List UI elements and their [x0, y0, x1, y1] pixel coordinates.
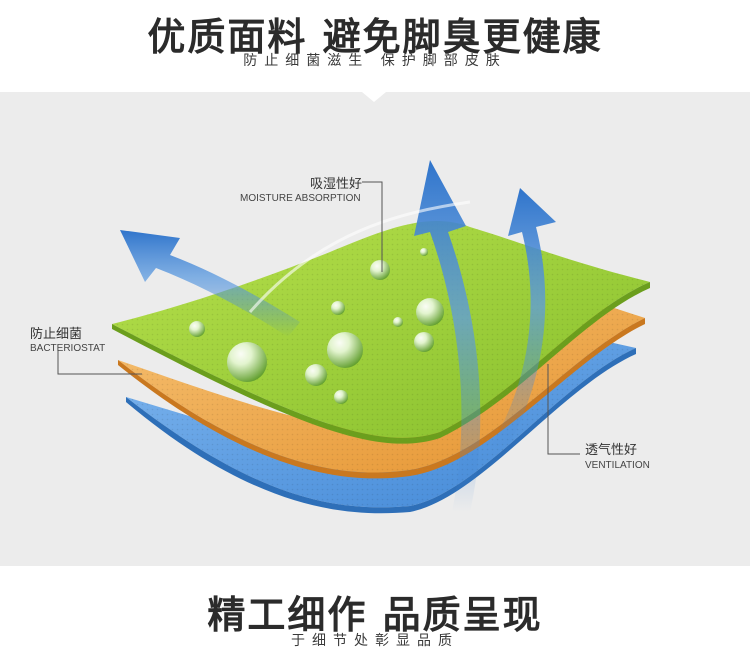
fabric-layers-illustration: 吸湿性好 MOISTURE ABSORPTION 防止细菌 BACTERIOST…: [30, 160, 650, 514]
top-subheadline: 防止细菌滋生 保护脚部皮肤: [243, 53, 507, 69]
bottom-subheadline: 于细节处彰显品质: [291, 633, 459, 649]
moisture-leader-line: [362, 181, 383, 272]
top-headline: 优质面料 避免脚臭更健康: [147, 15, 603, 59]
water-drop-icon: [189, 248, 444, 404]
bacteria-label-zh: 防止细菌: [30, 326, 82, 341]
swoosh-line: [248, 200, 471, 313]
arrow-up-icon: [490, 188, 556, 452]
fabric-illustration-panel: 吸湿性好 MOISTURE ABSORPTION 防止细菌 BACTERIOST…: [0, 92, 750, 566]
blue-fabric-layer: [126, 340, 636, 514]
bacteria-leader-line: [57, 350, 142, 375]
moisture-label-zh: 吸湿性好: [310, 176, 362, 191]
green-fabric-layer: [112, 221, 650, 444]
arrow-up-icon: [120, 230, 300, 337]
ventilation-leader-line: [547, 364, 580, 455]
panel-notch: [362, 92, 386, 102]
bacteria-label-en: BACTERIOSTAT: [30, 343, 105, 354]
arrow-up-icon: [414, 160, 481, 512]
orange-fabric-layer: [118, 304, 645, 479]
ventilation-label-zh: 透气性好: [585, 442, 637, 457]
ventilation-label-en: VENTILATION: [585, 460, 650, 471]
moisture-label-en: MOISTURE ABSORPTION: [240, 193, 361, 204]
bottom-headline: 精工细作 品质呈现: [207, 593, 543, 637]
